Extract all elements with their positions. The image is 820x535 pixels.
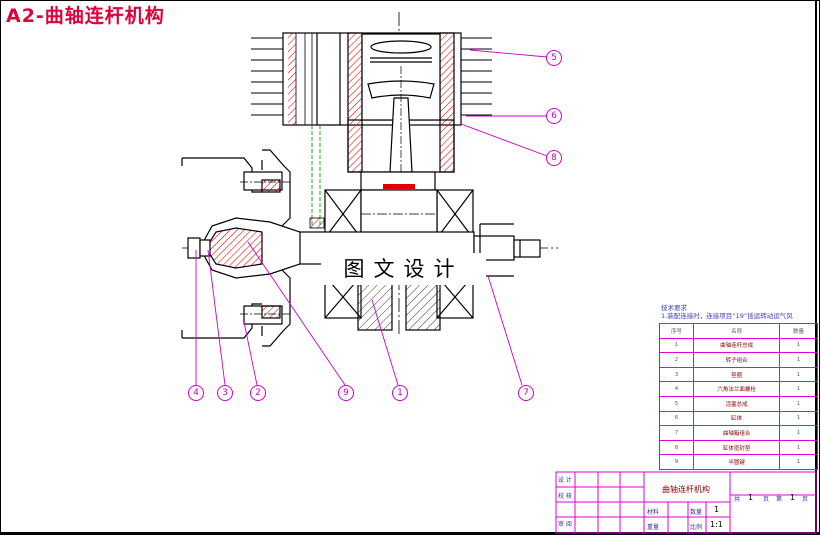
- row-qty: 1: [779, 410, 818, 427]
- tb-weight-label: 重量: [647, 524, 660, 531]
- tb-check-label: 校 核: [558, 493, 572, 500]
- row-no: 1: [658, 337, 695, 354]
- tech-req-heading: 技术要求: [661, 304, 687, 312]
- tb-sheet-label: 共: [734, 496, 741, 503]
- row-name: 垫圈: [693, 366, 781, 383]
- assembly-drawing: [181, 12, 558, 386]
- tb-sheet-total: 1: [748, 493, 754, 502]
- tech-req-note: 1.装配连接时，连接项目“19”插运转动运气风: [661, 312, 793, 320]
- row-no: 6: [658, 410, 695, 427]
- row-name: 转子组合: [693, 352, 781, 368]
- technical-requirements: 技术要求 1.装配连接时，连接项目“19”插运转动运气风: [661, 304, 793, 320]
- row-no: 3: [658, 366, 695, 383]
- row-no: 7: [658, 425, 695, 441]
- tb-design-label: 设 计: [558, 477, 572, 484]
- leader-lines: [195, 49, 548, 386]
- callout-5: 5: [546, 50, 562, 66]
- row-name: 活塞总成: [693, 395, 781, 412]
- watermark-text: 图文设计: [321, 253, 486, 285]
- callout-2: 2: [250, 385, 266, 401]
- callout-4: 4: [188, 385, 204, 401]
- tb-quantity-label: 数量: [690, 509, 703, 516]
- parts-table-header: 序号 名称 数量: [658, 323, 818, 339]
- tb-drawing-name: 曲轴连杆机构: [662, 485, 710, 494]
- header-no: 序号: [658, 323, 695, 339]
- row-qty: 1: [779, 337, 818, 354]
- tb-quantity-value: 1: [714, 505, 720, 514]
- callout-8: 8: [546, 150, 562, 166]
- piston: [361, 33, 441, 176]
- tb-material-label: 材料: [647, 509, 660, 516]
- header-name: 名称: [693, 323, 781, 339]
- tb-scale-value: 1:1: [710, 520, 723, 529]
- row-no: 9: [658, 454, 695, 470]
- callout-7: 7: [518, 385, 534, 401]
- tb-scale-label: 比例: [690, 524, 703, 531]
- tb-review-label: 审 阅: [558, 521, 572, 528]
- tb-page-no: 1: [790, 493, 796, 502]
- row-qty: 1: [779, 395, 818, 412]
- row-qty: 1: [779, 454, 818, 470]
- hidden-lines: [311, 125, 321, 228]
- tb-sheet-unit: 页: [763, 496, 770, 503]
- row-no: 2: [658, 352, 695, 368]
- title-block: [555, 471, 817, 534]
- row-name: 半圆键: [693, 454, 781, 470]
- tb-page-label: 第: [776, 496, 783, 503]
- row-no: 4: [658, 381, 695, 397]
- header-qty: 数量: [779, 323, 818, 339]
- row-qty: 1: [779, 439, 818, 456]
- callout-9: 9: [338, 385, 354, 401]
- row-no: 8: [658, 439, 695, 456]
- row-qty: 1: [779, 425, 818, 441]
- callout-6: 6: [546, 108, 562, 124]
- row-name: 缸体: [693, 410, 781, 427]
- page-title: A2-曲轴连杆机构: [6, 5, 165, 27]
- row-name: 曲轴连杆总成: [693, 337, 781, 354]
- callout-1: 1: [392, 385, 408, 401]
- row-qty: 1: [779, 381, 818, 397]
- rotor-assembly: [181, 149, 301, 347]
- row-no: 5: [658, 395, 695, 412]
- tb-page-unit: 页: [802, 496, 809, 503]
- row-qty: 1: [779, 352, 818, 368]
- callout-3: 3: [217, 385, 233, 401]
- row-name: 曲轴箱组合: [693, 425, 781, 441]
- row-qty: 1: [779, 366, 818, 383]
- row-name: 六角法兰面螺栓: [693, 381, 781, 397]
- row-name: 缸体密封垫: [693, 439, 781, 456]
- crankshaft: [247, 171, 541, 331]
